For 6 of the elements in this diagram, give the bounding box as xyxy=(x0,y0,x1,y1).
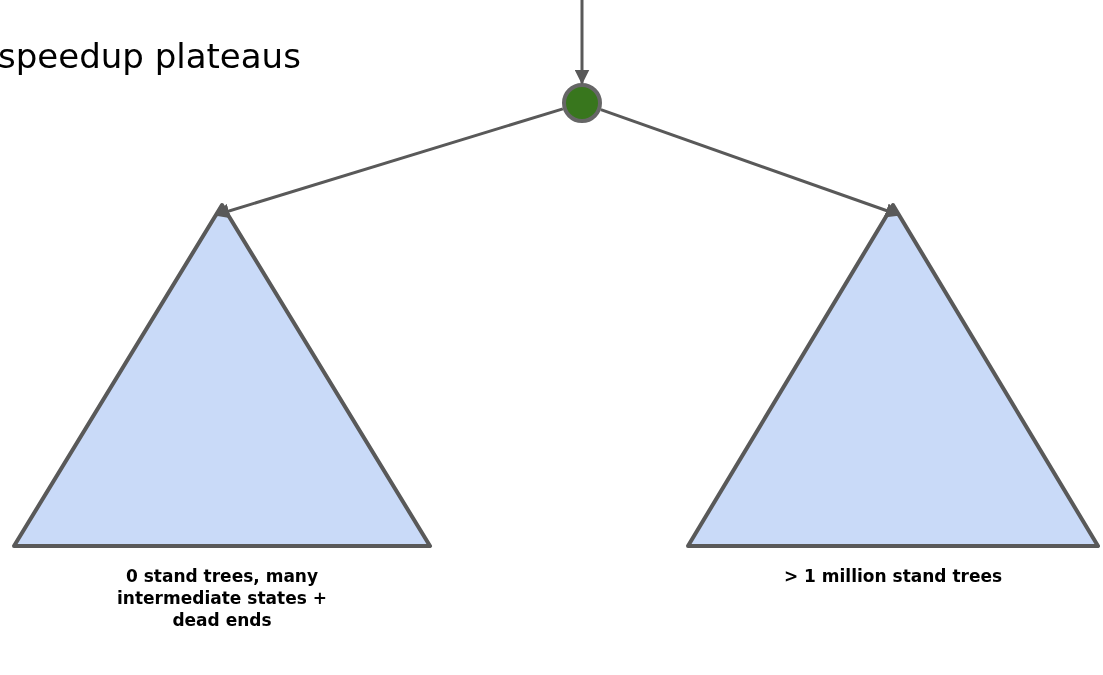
arrow xyxy=(214,107,564,219)
arrow xyxy=(600,108,901,218)
arrow xyxy=(574,0,590,85)
title: speedup plateaus xyxy=(0,36,301,76)
tree-caption: 0 stand trees, many intermediate states + dead ends xyxy=(116,565,328,632)
tree-caption: > 1 million stand trees xyxy=(782,565,1004,588)
